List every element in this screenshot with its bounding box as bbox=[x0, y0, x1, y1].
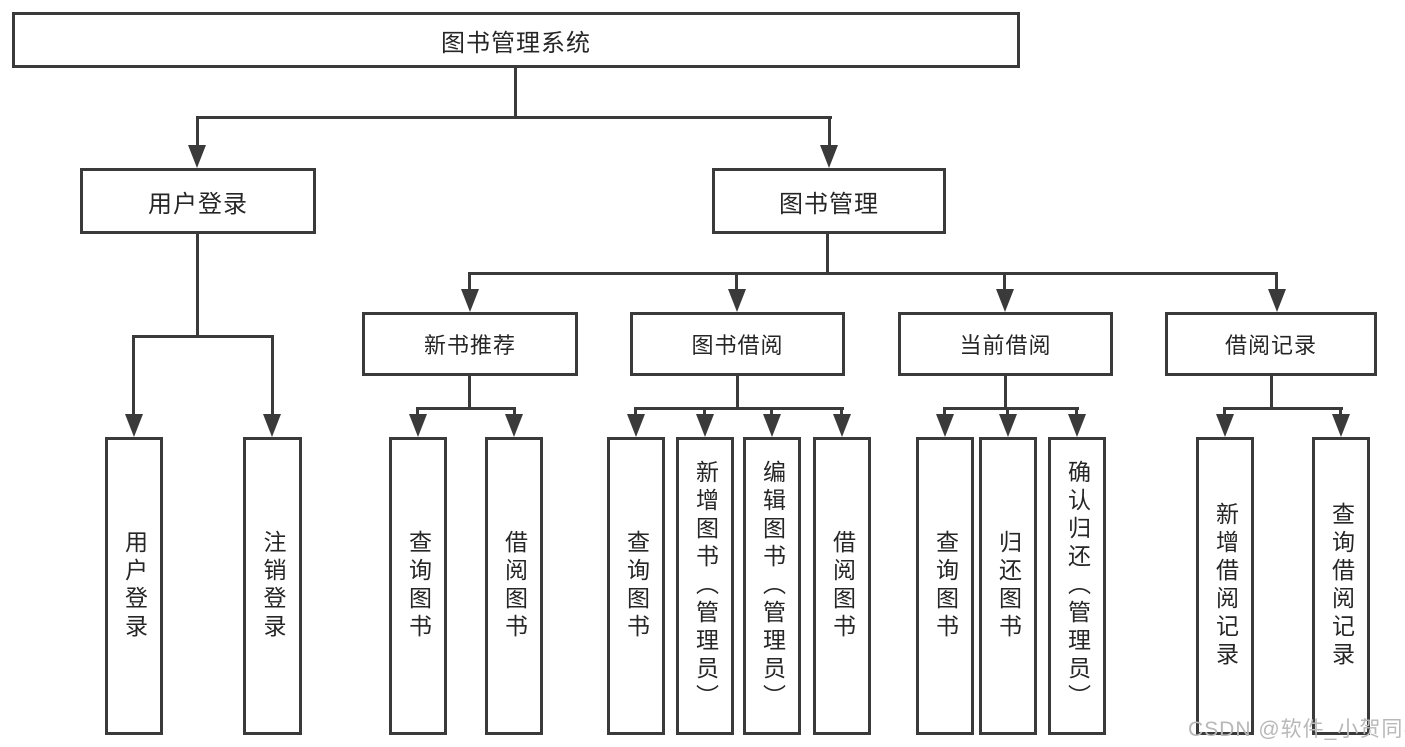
connector-line bbox=[1223, 407, 1343, 410]
connector-line bbox=[513, 407, 516, 417]
leaf-borrow-edit-books-admin: 编辑图书（管理员） bbox=[743, 437, 801, 735]
leaf-label: 编辑图书（管理员） bbox=[759, 460, 786, 712]
leaf-label: 查询图书 bbox=[623, 530, 650, 642]
leaf-label: 注销登录 bbox=[260, 530, 286, 642]
leaf-current-return-books: 归还图书 bbox=[979, 437, 1037, 735]
connector-line bbox=[468, 272, 471, 292]
connector-line bbox=[1003, 272, 1006, 292]
node-new-book-recommend: 新书推荐 bbox=[362, 312, 578, 376]
leaf-records-add-record: 新增借阅记录 bbox=[1196, 437, 1254, 735]
arrowhead-down-icon bbox=[627, 414, 645, 437]
connector-line bbox=[826, 234, 829, 275]
connector-line bbox=[703, 407, 706, 417]
connector-line bbox=[468, 376, 471, 410]
connector-line bbox=[196, 116, 832, 119]
connector-line bbox=[736, 376, 739, 410]
leaf-label: 借阅图书 bbox=[501, 530, 528, 642]
arrowhead-down-icon bbox=[188, 145, 206, 168]
connector-line bbox=[468, 272, 1278, 275]
leaf-current-query-books: 查询图书 bbox=[916, 437, 974, 735]
connector-line bbox=[416, 407, 516, 410]
leaf-label: 新增图书（管理员） bbox=[692, 460, 719, 712]
leaf-label: 新增借阅记录 bbox=[1212, 502, 1239, 670]
connector-line bbox=[1006, 407, 1009, 417]
connector-line bbox=[132, 335, 135, 416]
connector-line bbox=[514, 68, 517, 118]
leaf-borrow-borrow-books: 借阅图书 bbox=[813, 437, 871, 735]
leaf-recommend-query-books: 查询图书 bbox=[389, 437, 447, 735]
connector-line bbox=[196, 234, 199, 338]
leaf-recommend-borrow-books: 借阅图书 bbox=[485, 437, 543, 735]
arrowhead-down-icon bbox=[820, 145, 838, 168]
leaf-label: 用户登录 bbox=[121, 530, 148, 642]
connector-line bbox=[1223, 407, 1226, 417]
leaf-records-query-record: 查询借阅记录 bbox=[1312, 437, 1370, 735]
connector-line bbox=[1275, 272, 1278, 292]
arrowhead-down-icon bbox=[936, 414, 954, 437]
connector-line bbox=[196, 116, 199, 149]
leaf-label: 借阅图书 bbox=[829, 530, 856, 642]
node-user-login: 用户登录 bbox=[80, 168, 316, 234]
arrowhead-down-icon bbox=[833, 414, 851, 437]
arrowhead-down-icon bbox=[461, 289, 479, 312]
leaf-current-confirm-return-admin: 确认归还（管理员） bbox=[1048, 437, 1106, 735]
arrowhead-down-icon bbox=[1268, 289, 1286, 312]
node-library-system: 图书管理系统 bbox=[12, 12, 1020, 68]
connector-line bbox=[1004, 376, 1007, 410]
leaf-label: 归还图书 bbox=[995, 530, 1022, 642]
connector-line bbox=[943, 407, 1079, 410]
arrowhead-down-icon bbox=[1332, 414, 1350, 437]
arrowhead-down-icon bbox=[728, 289, 746, 312]
leaf-borrow-add-books-admin: 新增图书（管理员） bbox=[676, 437, 734, 735]
connector-line bbox=[1339, 407, 1342, 417]
arrowhead-down-icon bbox=[1216, 414, 1234, 437]
arrowhead-down-icon bbox=[409, 414, 427, 437]
connector-line bbox=[735, 272, 738, 292]
csdn-watermark: CSDN @软件_小贺同学 bbox=[1188, 718, 1405, 741]
leaf-borrow-query-books: 查询图书 bbox=[607, 437, 665, 735]
leaf-label: 确认归还（管理员） bbox=[1064, 460, 1091, 712]
connector-line bbox=[840, 407, 843, 417]
connector-line bbox=[271, 335, 274, 416]
leaf-user-login: 用户登录 bbox=[105, 437, 163, 735]
leaf-label: 查询借阅记录 bbox=[1328, 502, 1355, 670]
connector-line bbox=[634, 407, 844, 410]
arrowhead-down-icon bbox=[1068, 414, 1086, 437]
connector-line bbox=[132, 335, 274, 338]
connector-line bbox=[943, 407, 946, 417]
arrowhead-down-icon bbox=[763, 414, 781, 437]
node-book-management: 图书管理 bbox=[712, 168, 946, 234]
leaf-logout: 注销登录 bbox=[243, 437, 302, 735]
node-borrow-records: 借阅记录 bbox=[1165, 312, 1377, 376]
arrowhead-down-icon bbox=[999, 414, 1017, 437]
leaf-label: 查询图书 bbox=[932, 530, 959, 642]
leaf-label: 查询图书 bbox=[405, 530, 432, 642]
connector-line bbox=[416, 407, 419, 417]
connector-line bbox=[1075, 407, 1078, 417]
arrowhead-down-icon bbox=[696, 414, 714, 437]
node-book-borrow: 图书借阅 bbox=[630, 312, 845, 376]
connector-line bbox=[770, 407, 773, 417]
arrowhead-down-icon bbox=[505, 414, 523, 437]
connector-line bbox=[634, 407, 637, 417]
arrowhead-down-icon bbox=[996, 289, 1014, 312]
node-current-borrow: 当前借阅 bbox=[898, 312, 1113, 376]
arrowhead-down-icon bbox=[263, 414, 281, 437]
connector-line bbox=[1270, 376, 1273, 410]
arrowhead-down-icon bbox=[125, 414, 143, 437]
connector-line bbox=[828, 116, 831, 149]
